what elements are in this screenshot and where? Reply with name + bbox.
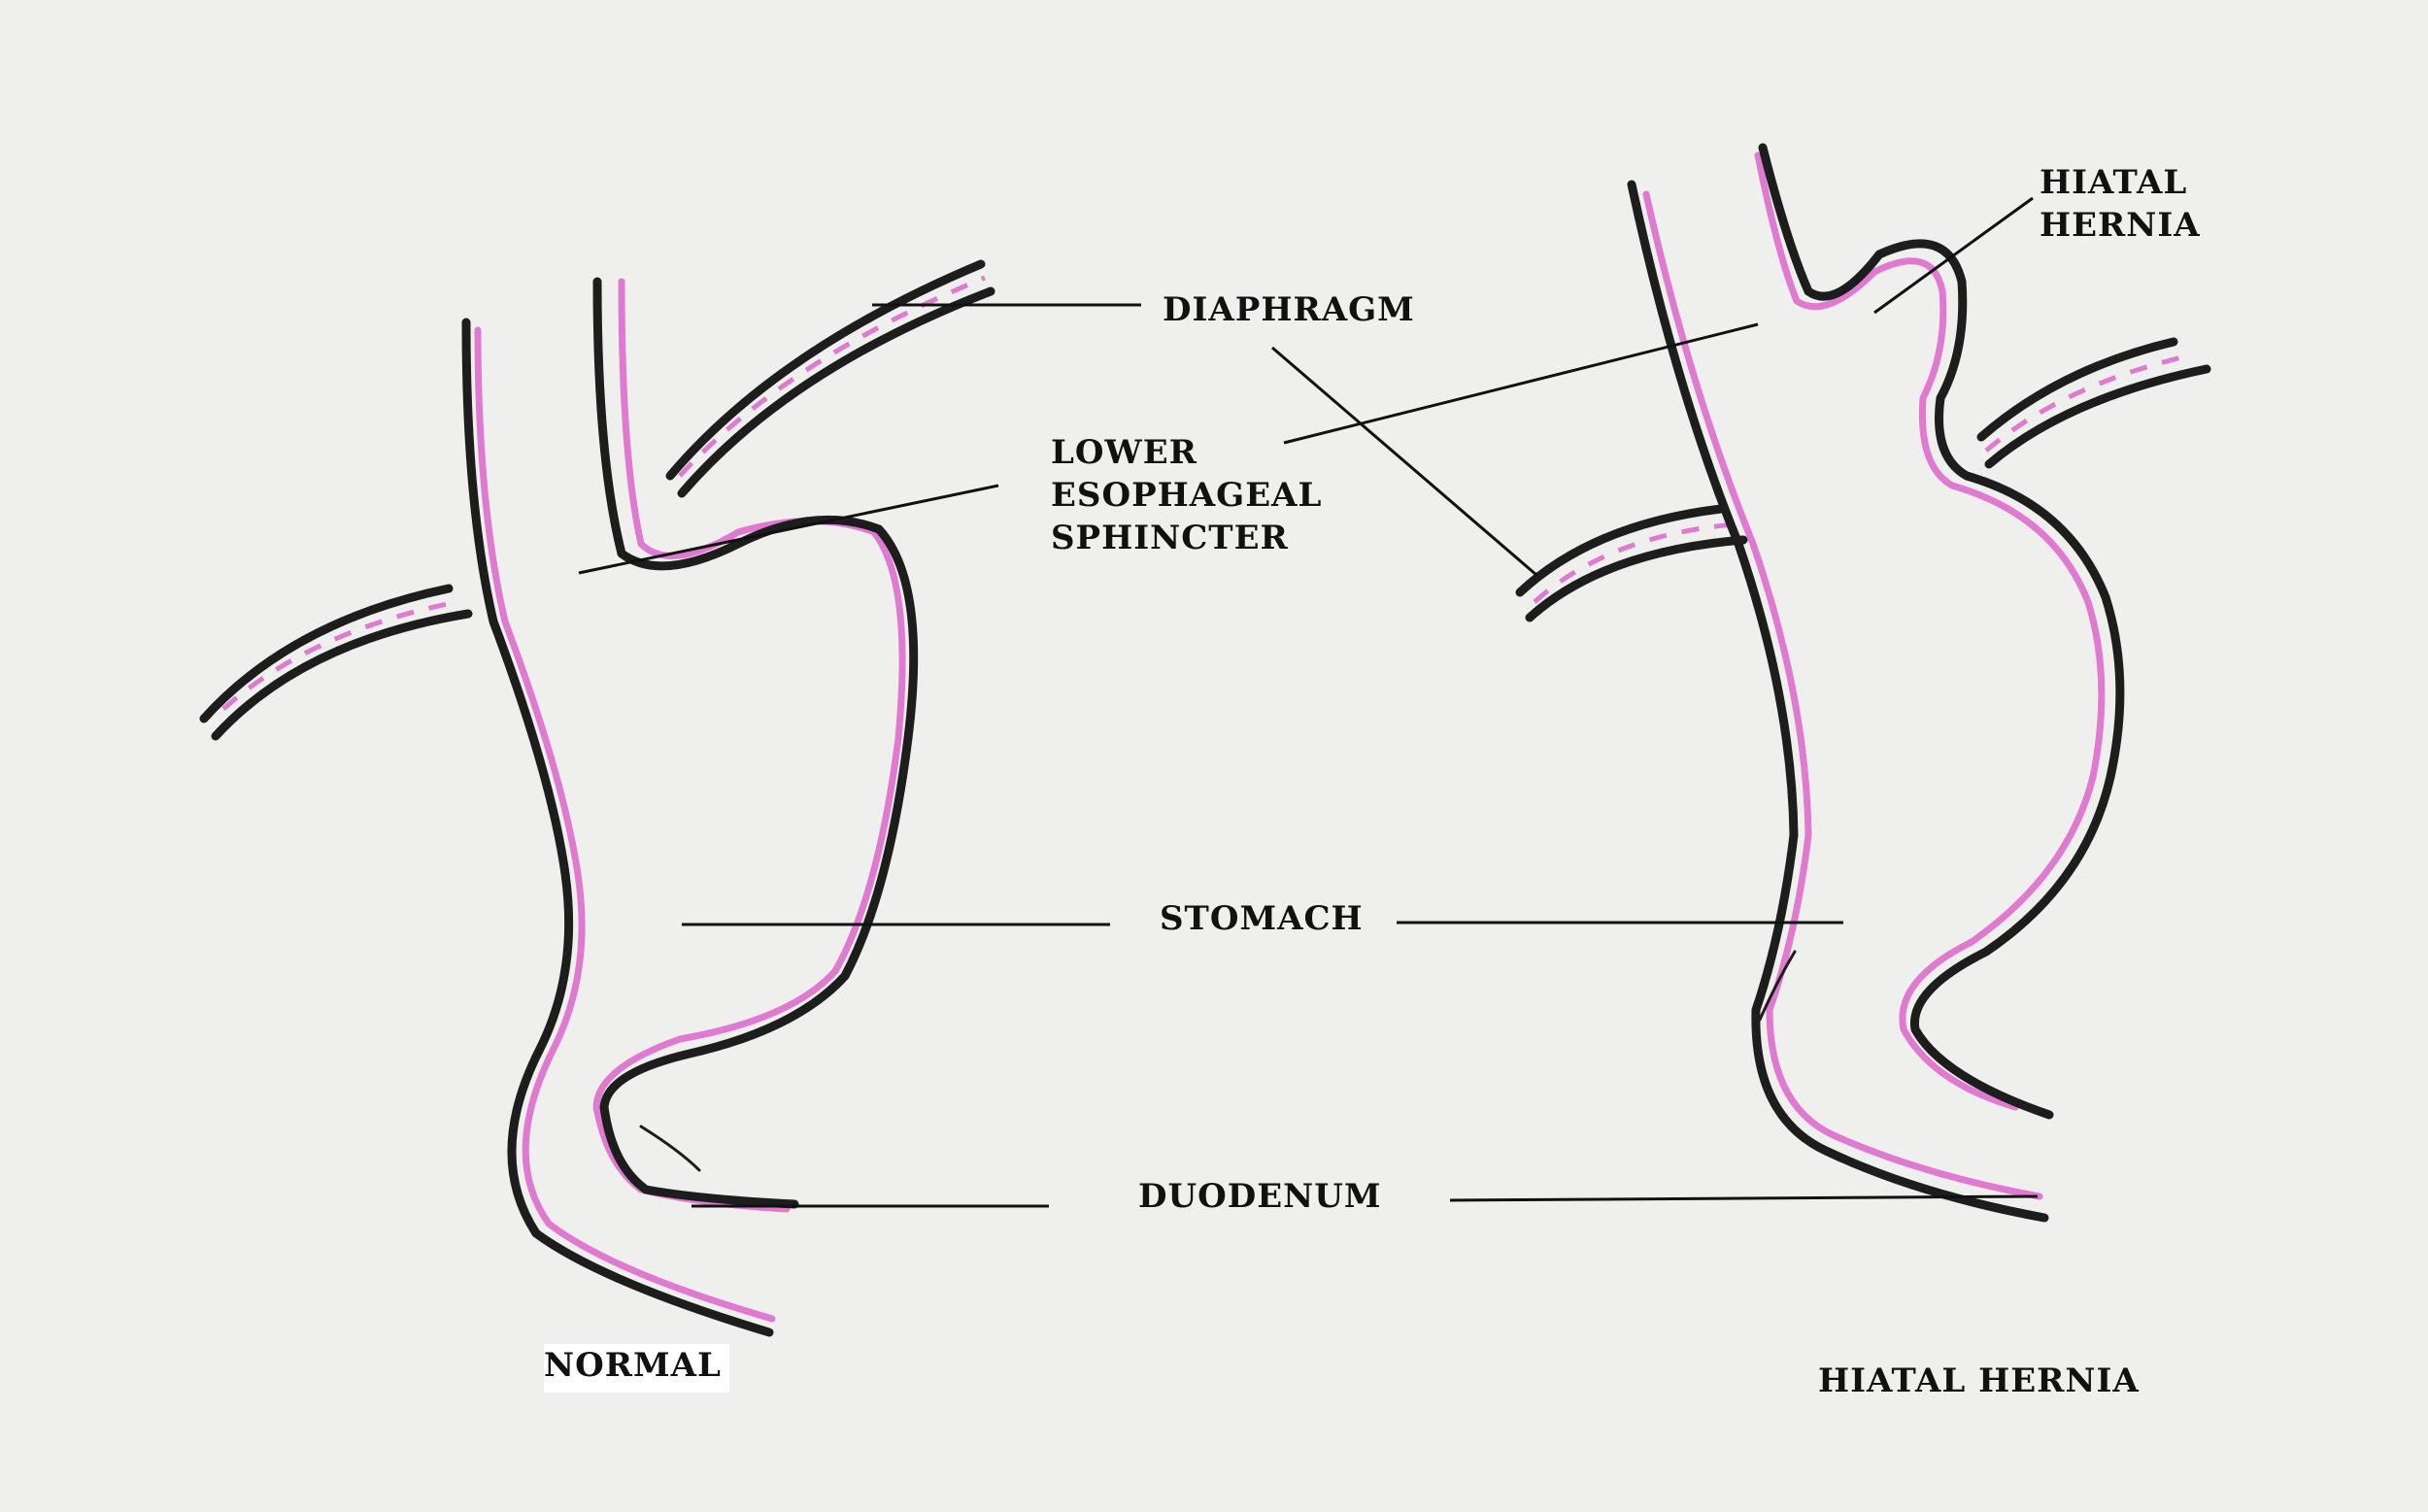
hernia-stomach-wall-left: [1627, 180, 2049, 1223]
hernia-crease: [1758, 950, 1797, 1022]
hernia-diaphragm-left: [1515, 504, 1748, 622]
label-les-line3: SPHINCTER: [1051, 519, 1289, 557]
leader-diaphragm-hernia: [1271, 346, 1537, 577]
label-hiatal-hernia-line2: HERNIA: [2040, 206, 2201, 245]
label-hiatal-hernia-line1: HIATAL: [2040, 163, 2188, 202]
hernia-anatomy: [1515, 143, 2211, 1223]
leader-les-normal: [578, 484, 999, 575]
leader-les-hernia: [1283, 322, 1759, 445]
label-stomach: STOMACH: [1160, 899, 1364, 938]
caption-hiatal-hernia: HIATAL HERNIA: [1818, 1361, 2140, 1400]
normal-diaphragm-left: [199, 584, 473, 741]
caption-normal: NORMAL: [544, 1344, 729, 1393]
label-diaphragm: DIAPHRAGM: [1163, 290, 1415, 329]
leader-hiatal-hernia: [1873, 196, 2034, 315]
normal-anatomy: [199, 259, 995, 1337]
normal-diaphragm-right: [665, 259, 995, 498]
normal-stomach-wall-left: [461, 318, 776, 1337]
normal-crease: [639, 1125, 701, 1172]
label-les-line2: ESOPHAGEAL: [1051, 476, 1323, 515]
leader-lines: [578, 196, 2039, 1208]
label-les-line1: LOWER: [1051, 433, 1197, 472]
hernia-stomach-wall-right: [1754, 143, 2125, 1120]
label-duodenum: DUODENUM: [1138, 1177, 1382, 1216]
leader-duodenum-hernia: [1449, 1194, 2039, 1202]
hernia-diaphragm-right: [1976, 337, 2211, 469]
